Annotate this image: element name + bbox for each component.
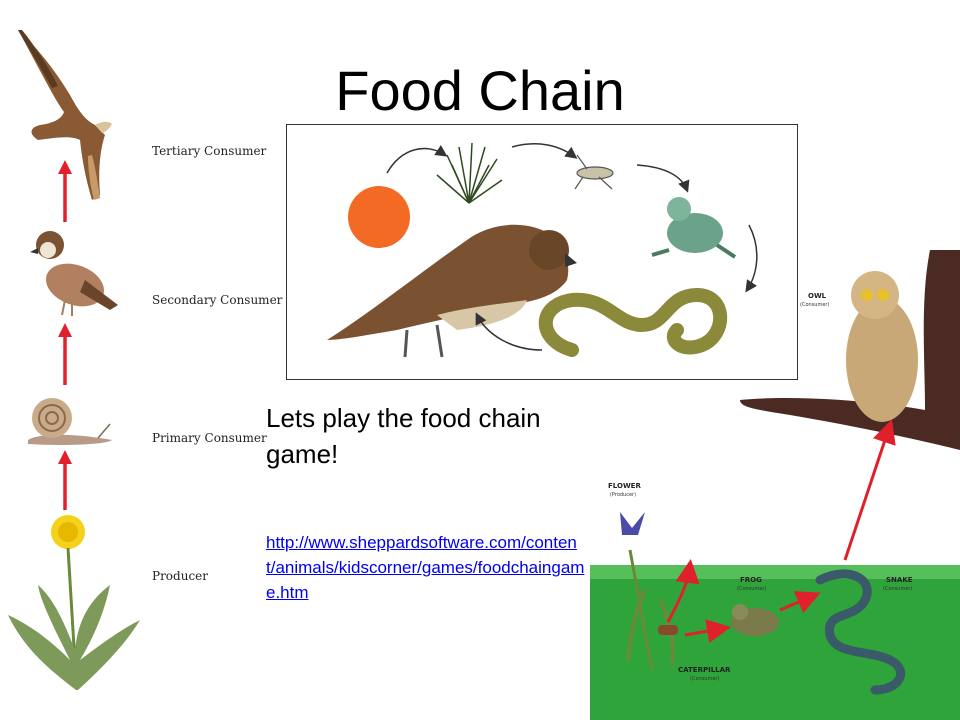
game-link[interactable]: http://www.sheppardsoftware.com/content/… [266, 533, 585, 602]
flower-label: FLOWER [608, 482, 641, 490]
left-arrow [58, 160, 72, 222]
sun-icon [348, 186, 410, 248]
frog-icon [731, 604, 779, 636]
hawk-icon [18, 30, 112, 200]
caterpillar-icon [658, 625, 678, 635]
flower-role: (Producer) [610, 492, 636, 498]
grasshopper-icon [574, 154, 614, 190]
snail-icon [28, 398, 112, 445]
frog-role: (Consumer) [737, 586, 766, 592]
game-prompt: Lets play the food chain game! [266, 403, 541, 469]
hawk-icon [327, 224, 577, 358]
grass-field [590, 565, 960, 720]
dandelion-icon [8, 515, 140, 690]
snake-icon [538, 287, 728, 357]
page-title: Food Chain [335, 59, 625, 122]
snake-role: (Consumer) [883, 586, 912, 592]
frog-label: FROG [740, 576, 762, 584]
food-cycle-panel [286, 124, 798, 380]
level-label: Tertiary Consumer [152, 144, 267, 158]
frog-icon [651, 197, 737, 259]
caterpillar-role: (Consumer) [690, 676, 719, 682]
left-arrow [58, 450, 72, 510]
left-food-chain [8, 30, 140, 690]
tree-branch [740, 250, 960, 450]
snake-icon [815, 569, 906, 695]
left-arrow [58, 323, 72, 385]
sparrow-icon [30, 231, 118, 316]
level-label: Producer [152, 569, 209, 583]
owl-label: OWL [808, 292, 827, 300]
owl-icon [846, 271, 918, 422]
level-label: Primary Consumer [152, 431, 267, 445]
owl-role: (Consumer) [800, 302, 829, 308]
right-food-chain-scene: OWL (Consumer) FLOWER (Producer) FROG (C… [590, 250, 960, 720]
level-label: Secondary Consumer [152, 293, 283, 307]
grass-icon [436, 142, 503, 204]
snake-label: SNAKE [886, 576, 913, 584]
caterpillar-label: CATERPILLAR [678, 666, 731, 674]
